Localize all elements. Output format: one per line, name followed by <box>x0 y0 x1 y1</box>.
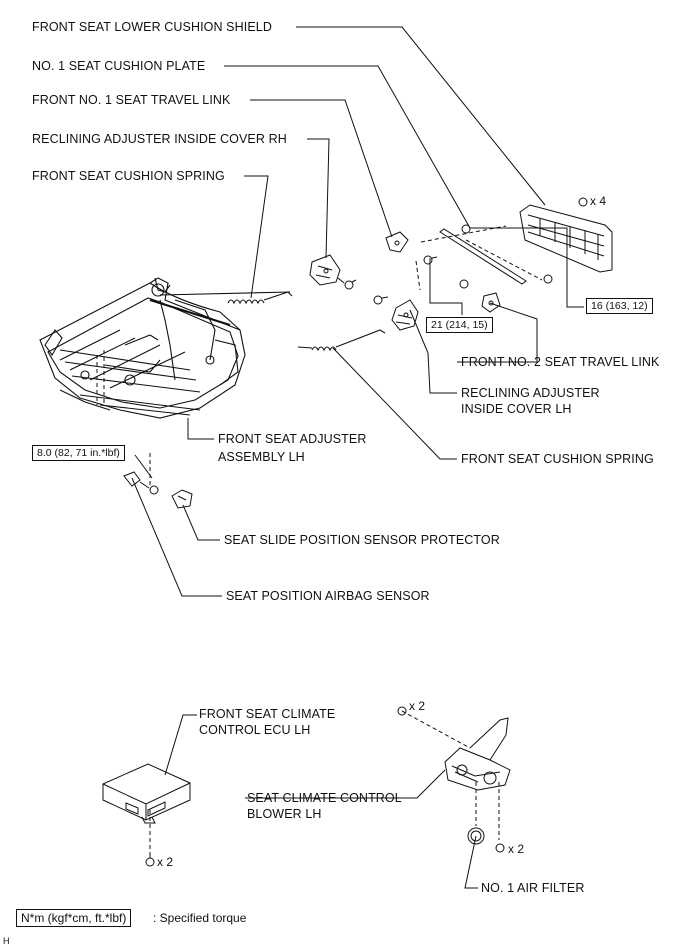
travel-link-1-drawing <box>385 231 438 265</box>
blower-drawing <box>397 706 511 853</box>
label-reclining-adjuster-inside-cover-lh-1: RECLINING ADJUSTER <box>461 386 600 400</box>
qty-shield-nuts: x 4 <box>590 194 607 208</box>
climate-ecu-drawing <box>102 763 191 867</box>
label-reclining-adjuster-inside-cover-rh: RECLINING ADJUSTER INSIDE COVER RH <box>32 132 287 146</box>
label-seat-climate-blower-1: SEAT CLIMATE CONTROL <box>247 791 402 805</box>
leader-lines <box>131 26 584 889</box>
reclining-cover-lh-drawing <box>373 295 419 331</box>
legend-torque-unit: N*m (kgf*cm, ft.*lbf) <box>16 909 132 927</box>
legend-description: : Specified torque <box>153 911 247 925</box>
label-front-seat-climate-ecu-1: FRONT SEAT CLIMATE <box>199 707 336 721</box>
label-front-seat-climate-ecu-2: CONTROL ECU LH <box>199 723 311 737</box>
corner-mark: H <box>3 936 10 946</box>
label-seat-position-airbag-sensor: SEAT POSITION AIRBAG SENSOR <box>226 589 430 603</box>
qty-blower-bolts: x 2 <box>409 699 426 713</box>
airbag-sensor-drawing <box>123 471 159 495</box>
qty-filter-bolts: x 2 <box>508 842 525 856</box>
label-reclining-adjuster-inside-cover-lh-2: INSIDE COVER LH <box>461 402 572 416</box>
travel-link-2-drawing <box>459 279 501 313</box>
label-front-seat-lower-cushion-shield: FRONT SEAT LOWER CUSHION SHIELD <box>32 20 272 34</box>
cushion-shield-drawing <box>519 197 613 273</box>
cushion-plate-drawing <box>439 224 553 285</box>
label-front-seat-adjuster-1: FRONT SEAT ADJUSTER <box>218 432 367 446</box>
label-front-no1-seat-travel-link: FRONT NO. 1 SEAT TRAVEL LINK <box>32 93 231 107</box>
label-front-seat-cushion-spring-upper: FRONT SEAT CUSHION SPRING <box>32 169 225 183</box>
seat-frame-drawing <box>39 277 291 419</box>
label-no1-air-filter: NO. 1 AIR FILTER <box>481 881 585 895</box>
torque-box-21: 21 (214, 15) <box>426 317 493 333</box>
torque-box-16: 16 (163, 12) <box>586 298 653 314</box>
label-front-no2-seat-travel-link: FRONT NO. 2 SEAT TRAVEL LINK <box>461 355 660 369</box>
sensor-protector-drawing <box>171 489 193 509</box>
label-seat-slide-position-sensor-protector: SEAT SLIDE POSITION SENSOR PROTECTOR <box>224 533 500 547</box>
label-no1-seat-cushion-plate: NO. 1 SEAT CUSHION PLATE <box>32 59 206 73</box>
cushion-spring-upper <box>227 291 293 305</box>
label-front-seat-adjuster-2: ASSEMBLY LH <box>218 450 305 464</box>
torque-box-8: 8.0 (82, 71 in.*lbf) <box>32 445 125 461</box>
label-seat-climate-blower-2: BLOWER LH <box>247 807 322 821</box>
qty-ecu-bolts: x 2 <box>157 855 174 869</box>
label-front-seat-cushion-spring-lower: FRONT SEAT CUSHION SPRING <box>461 452 654 466</box>
cushion-spring-lower <box>297 329 386 352</box>
reclining-cover-rh-drawing <box>309 254 357 290</box>
